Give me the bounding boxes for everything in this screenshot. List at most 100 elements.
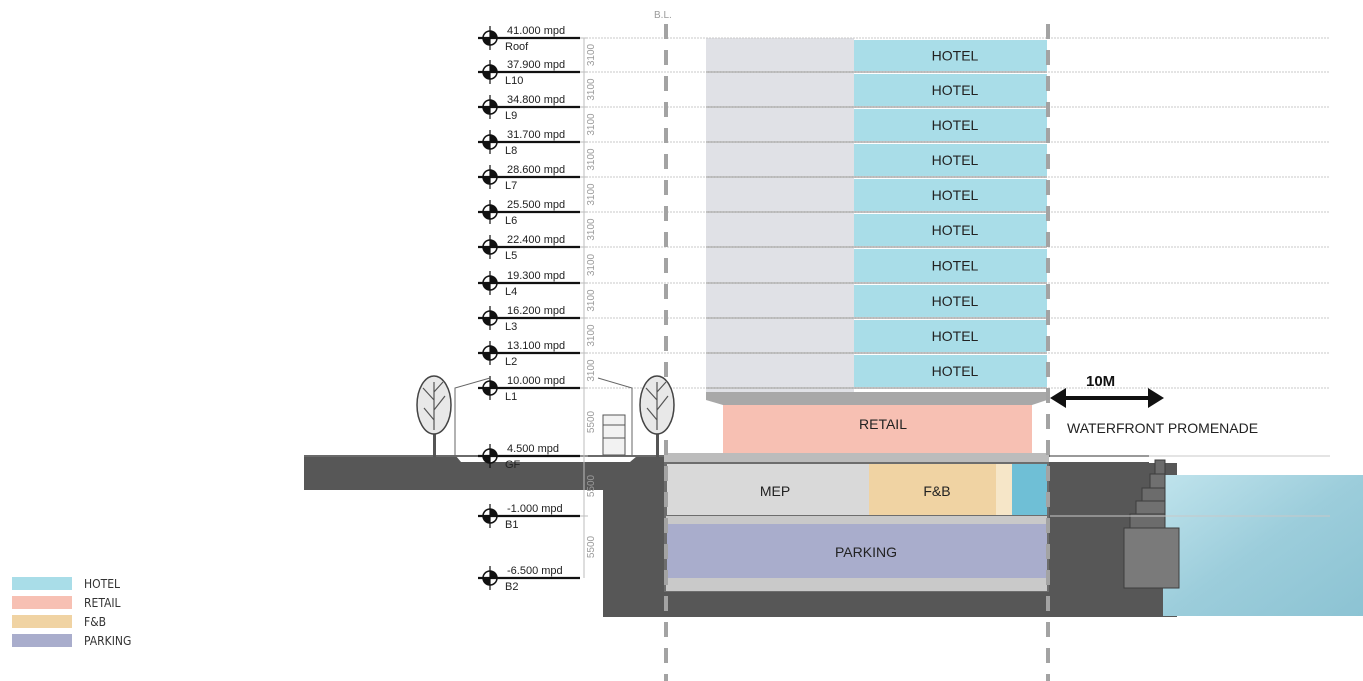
legend-swatch-hotel (12, 577, 72, 590)
building-lines: B.L. (654, 10, 1050, 681)
level-name: GF (505, 459, 521, 471)
floor-slab (706, 141, 1047, 143)
setback-arrow-head-left (1050, 388, 1066, 408)
floor-slab (706, 246, 1047, 248)
fnb-zone (869, 464, 996, 515)
hotel-label: HOTEL (932, 117, 979, 133)
setback-dimension: 10M WATERFRONT PROMENADE (1050, 373, 1258, 436)
floor-height-label: 5500 (586, 410, 597, 433)
hotel-floor: HOTEL (706, 249, 1047, 284)
sea-wall-block-3 (1141, 487, 1166, 502)
parking-label: PARKING (835, 544, 897, 560)
level-elevation: 13.100 mpd (507, 340, 565, 352)
retail-zone (723, 405, 1032, 453)
hotel-floor-block (854, 285, 1047, 317)
legend-label-hotel: HOTEL (84, 576, 121, 591)
hotel-floor: HOTEL (706, 40, 1047, 73)
level-name: L4 (505, 286, 517, 298)
level-elevation: 4.500 mpd (507, 443, 559, 455)
hotel-label: HOTEL (932, 363, 979, 379)
slab-b2 (666, 578, 1047, 591)
setback-label: 10M (1086, 373, 1115, 390)
level-name: L5 (505, 250, 517, 262)
hotel-label: HOTEL (932, 328, 979, 344)
level-name: L1 (505, 391, 517, 403)
tower-core-mass (706, 38, 854, 392)
floor-height-label: 3100 (586, 218, 597, 241)
ground-slab (664, 453, 1049, 462)
level-name: B2 (505, 581, 518, 593)
hotel-floor: HOTEL (706, 144, 1047, 178)
mep-zone (667, 464, 869, 515)
hotel-floor: HOTEL (706, 320, 1047, 354)
level-elevation: 28.600 mpd (507, 164, 565, 176)
sea-wall-block-2 (1149, 473, 1166, 489)
transfer-slab (706, 392, 1047, 405)
basement-structure: MEP F&B PARKING (664, 462, 1049, 592)
hotel-floor: HOTEL (706, 109, 1047, 143)
floor-height-label: 3100 (586, 359, 597, 382)
level-elevation: 19.300 mpd (507, 270, 565, 282)
level-elevation: 34.800 mpd (507, 94, 565, 106)
legend-item-parking: PARKING (12, 631, 131, 650)
floor-slab (706, 176, 1047, 178)
street-lamp-left (454, 377, 491, 456)
hotel-floor: HOTEL (706, 285, 1047, 319)
floor-height-label: 3100 (586, 78, 597, 101)
tree-left (416, 375, 452, 457)
hotel-label: HOTEL (932, 258, 979, 274)
level-name: L7 (505, 180, 517, 192)
floor-height-label: 3100 (586, 324, 597, 347)
tower: HOTEL HOTEL HOTEL HOTEL HOTEL HOTEL HOTEL HOTEL… (664, 38, 1049, 462)
level-name: Roof (505, 41, 529, 53)
floor-slab (706, 71, 1047, 73)
level-elevation: 37.900 mpd (507, 59, 565, 71)
level-guide-lines (580, 37, 1330, 517)
hotel-label: HOTEL (932, 187, 979, 203)
level-elevation: 16.200 mpd (507, 305, 565, 317)
hotel-floor-block (854, 109, 1047, 141)
floor-height-label: 5500 (586, 535, 597, 558)
mep-label: MEP (760, 483, 790, 499)
level-elevation: 31.700 mpd (507, 129, 565, 141)
floor-height-label: 3100 (586, 183, 597, 206)
hotel-floors: HOTEL HOTEL HOTEL HOTEL HOTEL HOTEL HOTEL HOTEL… (706, 40, 1047, 389)
floor-height-label: 3100 (586, 148, 597, 171)
tree-left-branches (422, 381, 446, 430)
hotel-floor-block (854, 179, 1047, 211)
level-name: L10 (505, 75, 523, 87)
hotel-label: HOTEL (932, 222, 979, 238)
level-elevation: -1.000 mpd (507, 503, 563, 515)
tree-right (639, 375, 675, 457)
hotel-floor-block (854, 355, 1047, 387)
tree-right-branches (645, 381, 669, 430)
hotel-label: HOTEL (932, 48, 979, 64)
floor-slab (706, 352, 1047, 354)
level-elevation: 41.000 mpd (507, 25, 565, 37)
floor-height-label: 3100 (586, 43, 597, 66)
level-name: L9 (505, 110, 517, 122)
level-name: B1 (505, 519, 518, 531)
floor-slab (706, 211, 1047, 213)
promenade-label: WATERFRONT PROMENADE (1067, 420, 1258, 436)
sea-wall-foundation (1123, 527, 1180, 589)
level-name: L3 (505, 321, 517, 333)
hotel-floor-block (854, 144, 1047, 176)
hotel-label: HOTEL (932, 82, 979, 98)
level-elevation: 10.000 mpd (507, 375, 565, 387)
vehicle-outline (602, 414, 626, 456)
